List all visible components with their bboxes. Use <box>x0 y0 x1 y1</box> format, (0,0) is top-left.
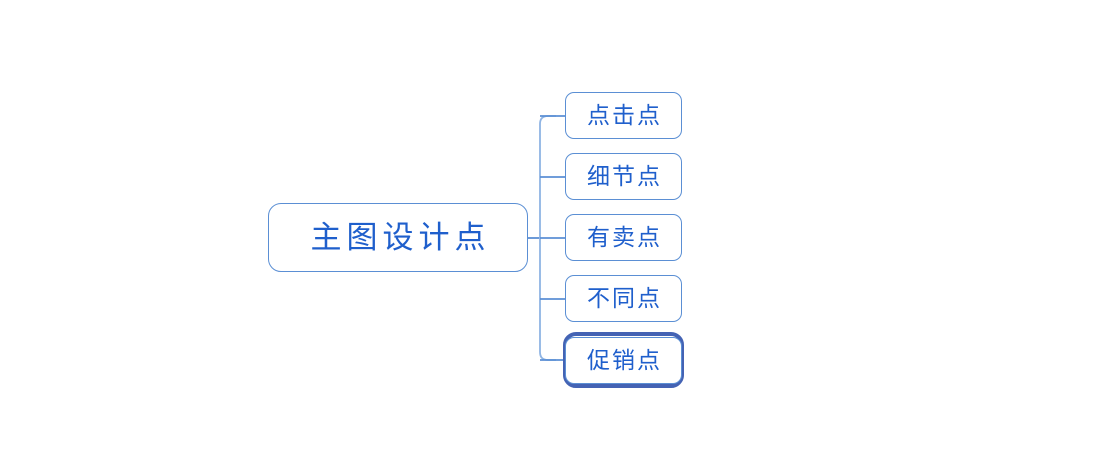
mind-map-child-node-5[interactable]: 促销点 <box>565 337 682 384</box>
child-node-label: 促销点 <box>587 348 662 373</box>
mind-map-root-node[interactable]: 主图设计点 <box>268 203 528 272</box>
child-node-label: 有卖点 <box>587 225 662 250</box>
connector-spine <box>539 115 556 361</box>
child-node-label: 点击点 <box>587 103 662 128</box>
root-node-label: 主图设计点 <box>310 220 491 255</box>
mind-map-child-node-3[interactable]: 有卖点 <box>565 214 682 261</box>
child-node-label: 细节点 <box>587 164 662 189</box>
mind-map-child-node-2[interactable]: 细节点 <box>565 153 682 200</box>
child-node-label: 不同点 <box>587 286 662 311</box>
mind-map-child-node-1[interactable]: 点击点 <box>565 92 682 139</box>
mind-map-child-node-4[interactable]: 不同点 <box>565 275 682 322</box>
